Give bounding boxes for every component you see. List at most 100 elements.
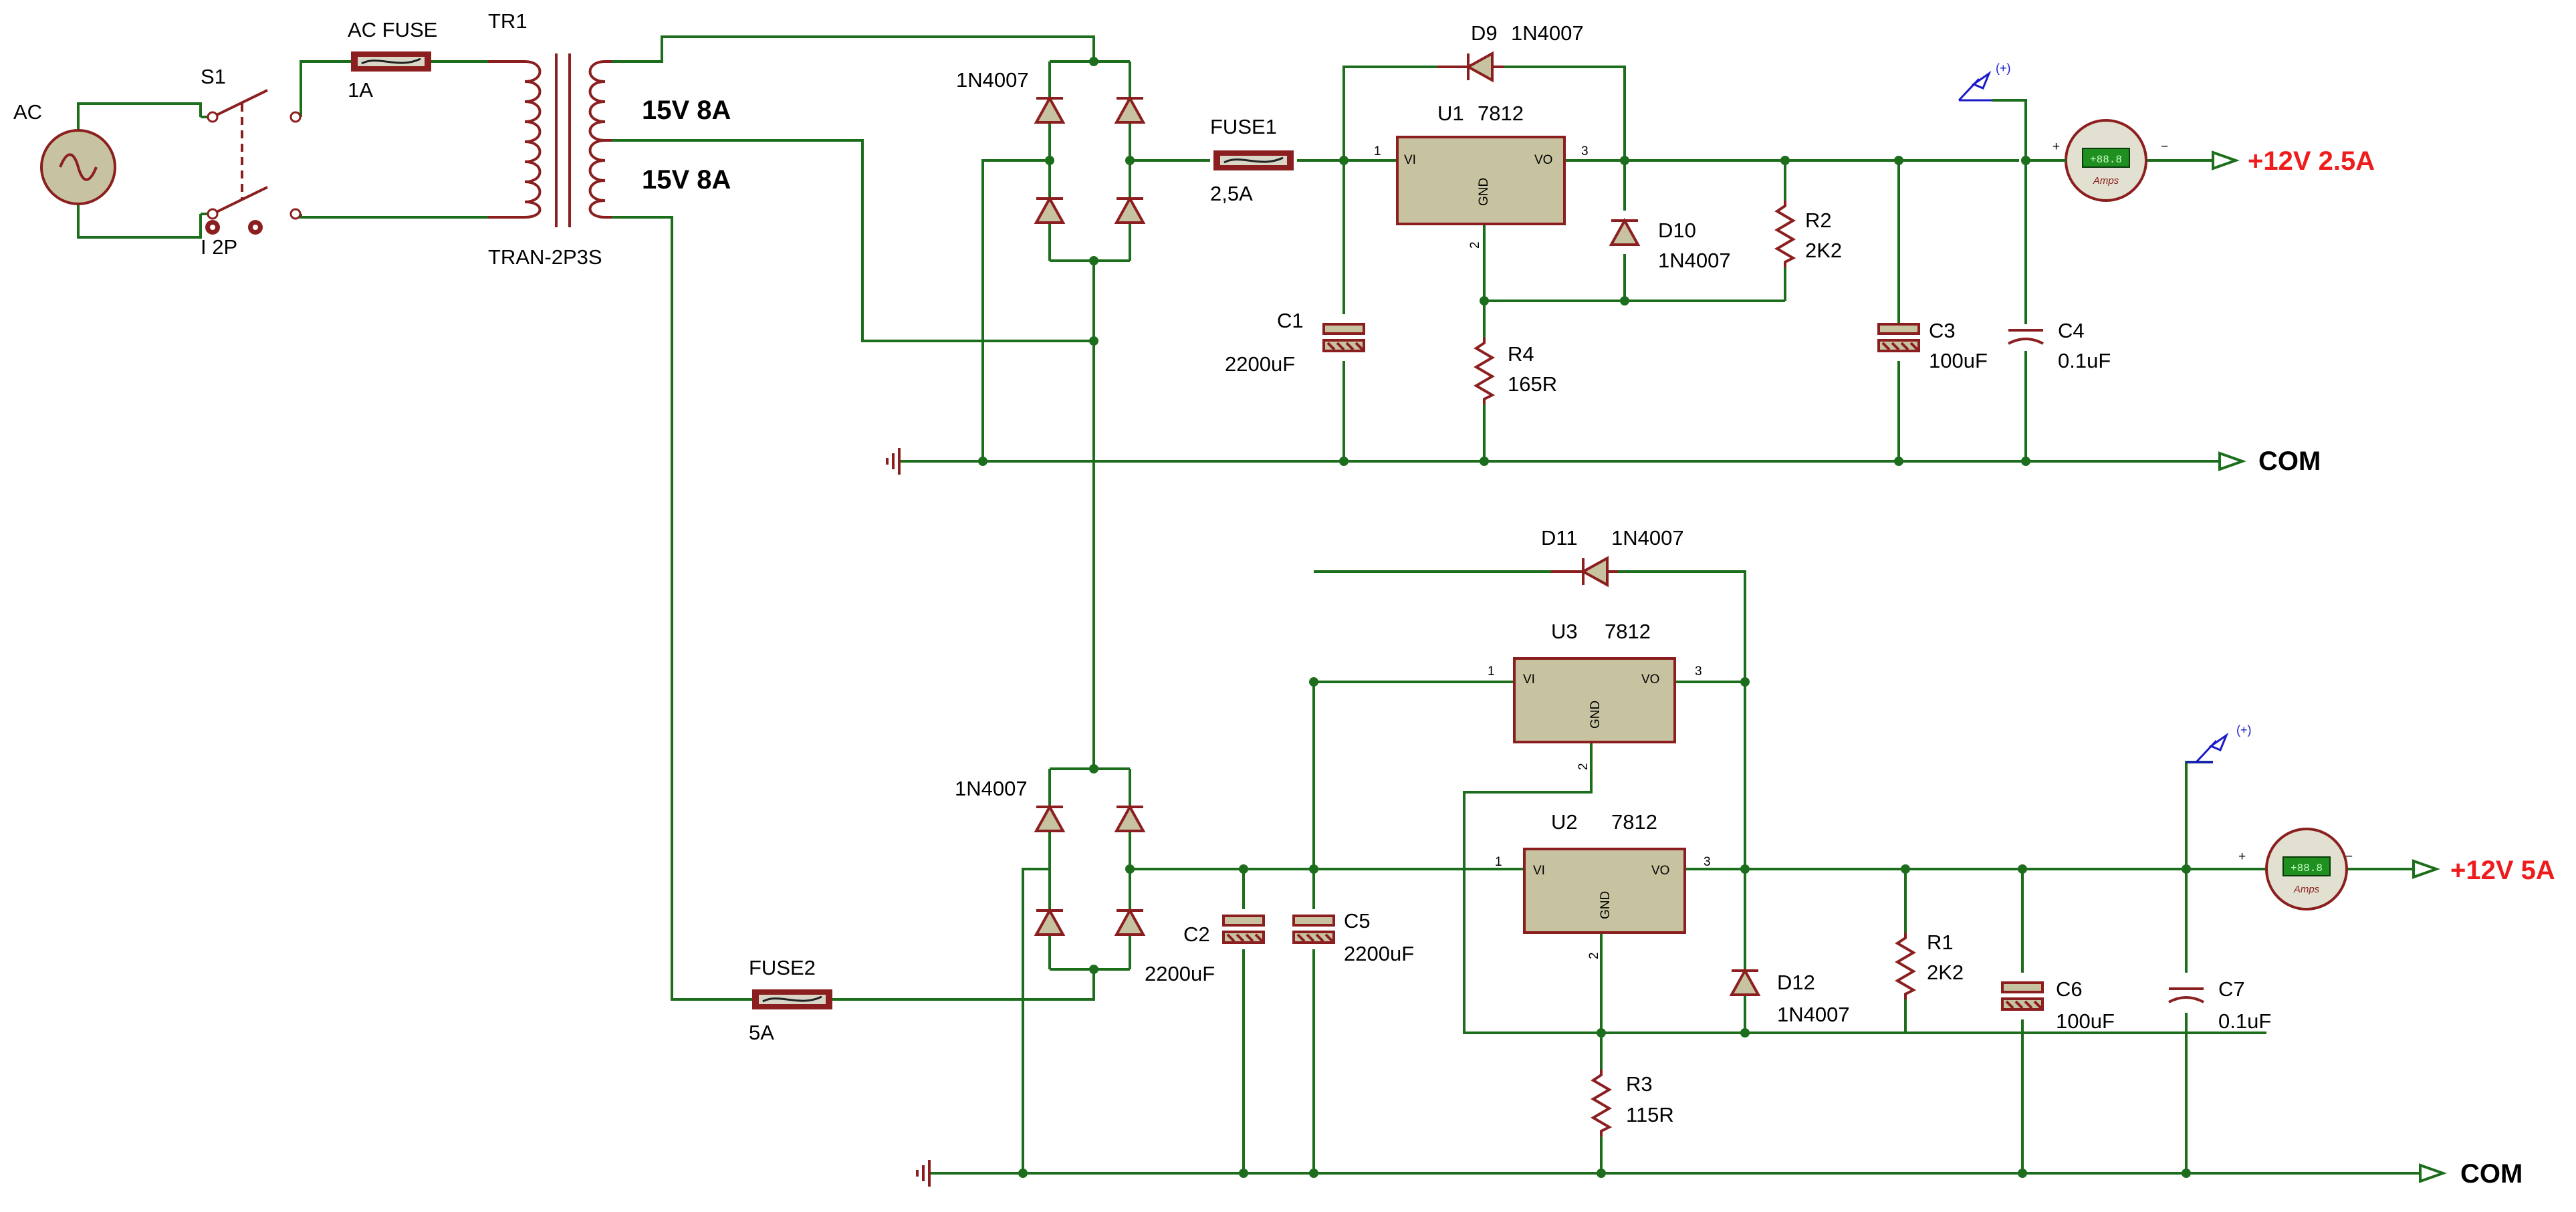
d12-value: 1N4007 [1777,1003,1850,1026]
ammeter-2-plus: + [2238,850,2246,864]
output-2-label: +12V 5A [2450,856,2555,885]
transformer-tr1[interactable] [488,53,612,227]
ammeter-1-minus: − [2161,140,2168,154]
capacitor-c2[interactable] [1222,915,1265,944]
u1-pin-2: 2 [1468,241,1482,249]
switch-s1[interactable] [201,89,302,235]
ammeter-1[interactable]: +88.8 Amps [2026,119,2147,202]
c4-value: 0.1uF [2058,349,2111,372]
switch-ref: S1 [201,65,226,88]
u1-pin-3: 3 [1581,144,1589,158]
d12-ref: D12 [1777,971,1815,994]
ground-1-icon [886,447,901,476]
capacitor-c7[interactable] [2168,987,2205,1003]
c2-ref: C2 [1183,923,1210,946]
regulator-u1[interactable] [1396,136,1566,225]
com-terminal-2[interactable] [2419,1164,2444,1183]
capacitor-c3[interactable] [1877,323,1920,352]
fuse-2-value: 5A [749,1021,774,1044]
voltage-probe-1[interactable] [1958,70,1992,102]
regulator-u3[interactable] [1513,657,1676,743]
d10-value: 1N4007 [1658,249,1731,272]
c6-value: 100uF [2056,1009,2115,1033]
capacitor-c4[interactable] [2007,329,2044,345]
u2-ref: U2 [1551,810,1578,834]
ac-fuse-ref: AC FUSE [348,18,437,41]
ammeter-2-minus: − [2345,850,2353,864]
u2-gnd-label: GND [1599,891,1613,919]
r3-value: 115R [1626,1103,1674,1126]
capacitor-c6[interactable] [2001,981,2044,1011]
r4-ref: R4 [1508,342,1534,366]
r2-ref: R2 [1805,209,1832,232]
u3-pin-1: 1 [1488,664,1495,679]
sine-icon [59,153,98,181]
fuse-2[interactable] [751,988,834,1011]
transformer-ref: TR1 [488,9,528,33]
u3-part: 7812 [1605,620,1651,643]
ammeter-1-unit: Amps [2093,175,2119,187]
resistor-r3[interactable] [1592,1068,1611,1138]
d11-ref: D11 [1541,526,1578,550]
output-1-label: +12V 2.5A [2248,146,2375,176]
secondary-2-rating: 15V 8A [642,165,731,195]
output-terminal-1[interactable] [2212,151,2237,170]
ac-fuse-value: 1A [348,78,373,102]
u3-gnd-label: GND [1589,701,1603,729]
r4-value: 165R [1508,372,1557,396]
c7-value: 0.1uF [2218,1009,2271,1033]
probe-arrow-icon [1971,70,1992,90]
u1-pin-1: 1 [1374,144,1381,158]
resistor-r1[interactable] [1896,931,1915,1001]
d9-value: 1N4007 [1511,21,1584,45]
voltage-probe-2[interactable] [2186,732,2229,763]
u2-vo-label: VO [1651,864,1669,878]
c7-ref: C7 [2218,977,2245,1001]
u3-ref: U3 [1551,620,1578,643]
capacitor-c1[interactable] [1322,323,1365,352]
resistor-r2[interactable] [1776,199,1794,269]
c3-value: 100uF [1929,349,1988,372]
u1-vo-label: VO [1534,153,1552,167]
ac-source-label: AC [13,100,42,124]
secondary-1-rating: 15V 8A [642,96,731,125]
c6-ref: C6 [2056,977,2083,1001]
output-terminal-2[interactable] [2412,860,2438,878]
probe-arrow-icon [2208,732,2229,751]
c1-ref: C1 [1277,309,1304,332]
c1-value: 2200uF [1225,352,1295,376]
r1-value: 2K2 [1927,961,1964,984]
u1-gnd-label: GND [1477,178,1491,206]
com-2-label: COM [2460,1159,2523,1189]
regulator-u2[interactable] [1523,848,1686,934]
u1-part: 7812 [1478,102,1524,125]
diode-d12[interactable] [1730,969,1760,996]
com-terminal-1[interactable] [2218,452,2244,471]
u3-pin-2: 2 [1576,763,1591,770]
transformer-value: TRAN-2P3S [488,245,602,269]
probe-2-label: (+) [2236,723,2252,737]
u1-ref: U1 [1437,102,1464,125]
fuse-1[interactable] [1212,149,1295,172]
r1-ref: R1 [1927,931,1954,954]
r3-ref: R3 [1626,1072,1653,1096]
ground-2-icon [916,1159,931,1188]
ac-source[interactable] [40,129,116,205]
r2-value: 2K2 [1805,239,1842,262]
u3-vi-label: VI [1523,673,1535,687]
d10-ref: D10 [1658,219,1696,242]
ammeter-1-display: +88.8 [2090,154,2122,166]
diode-d11[interactable] [1551,556,1618,588]
ammeter-1-plus: + [2053,140,2060,154]
ammeter-2[interactable]: +88.8 Amps [2265,828,2348,911]
ammeter-2-display: +88.8 [2291,862,2323,874]
fuse-1-ref: FUSE1 [1210,115,1277,138]
ac-fuse[interactable] [350,50,433,73]
resistor-r4[interactable] [1475,336,1494,406]
c5-ref: C5 [1344,909,1371,933]
u3-pin-3: 3 [1695,664,1702,679]
diode-d9[interactable] [1437,51,1504,83]
diode-d10[interactable] [1610,219,1639,246]
capacitor-c5[interactable] [1292,915,1335,944]
